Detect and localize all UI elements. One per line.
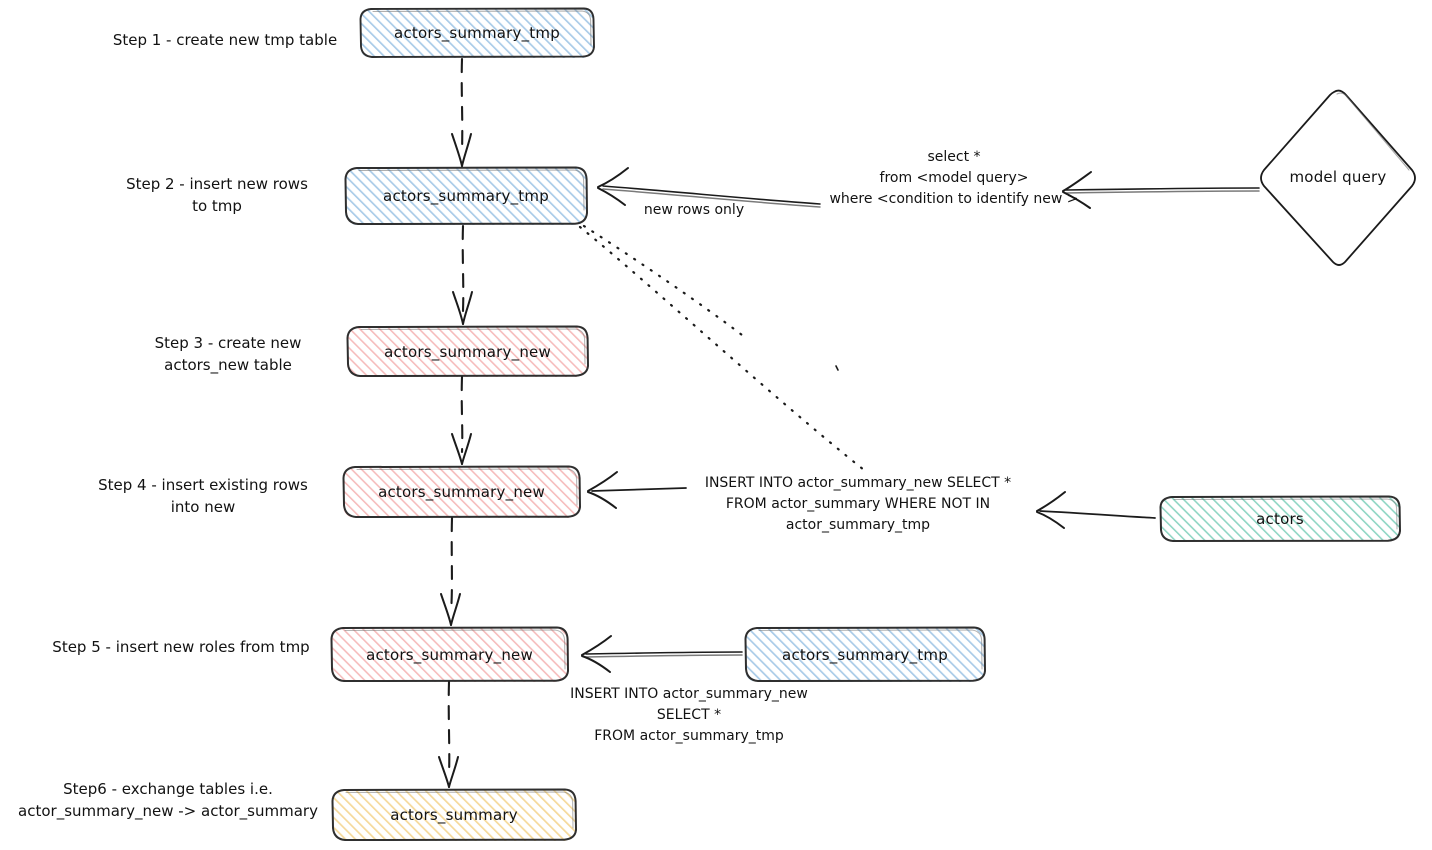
node-new4-shape[interactable] xyxy=(342,465,581,518)
node-tmp5-shape[interactable] xyxy=(744,626,986,682)
node-tmp5[interactable] xyxy=(745,627,985,682)
step-label-1: Step 1 - create new tmp table xyxy=(112,31,338,49)
step-label-2: Step 2 - insert new rows to tmp xyxy=(126,175,308,215)
step-label-3: Step 3 - create new actors_new table xyxy=(154,334,302,374)
edge-note-step4-sql: INSERT INTO actor_summary_new SELECT * F… xyxy=(704,475,1012,533)
node-tmp2-shape[interactable] xyxy=(344,166,588,225)
node-new5[interactable] xyxy=(331,627,568,682)
edge-tmp2-dotted-to-step4-note xyxy=(578,224,866,472)
stray-marks xyxy=(835,365,839,371)
node-tmp1[interactable] xyxy=(360,8,594,58)
edge-note-step5-sql: INSERT INTO actor_summary_new SELECT * F… xyxy=(570,686,808,744)
edge-tmp1-to-tmp2 xyxy=(451,57,472,167)
node-actors[interactable] xyxy=(1160,496,1400,541)
edge-tmp2-to-new3 xyxy=(452,224,473,325)
node-summary6-shape[interactable] xyxy=(331,788,577,841)
edge-tmp5-to-new5 xyxy=(581,635,743,673)
node-new3-shape[interactable] xyxy=(346,325,589,377)
edge-new4-to-new5 xyxy=(440,516,461,626)
node-modelquery-shape[interactable] xyxy=(1260,89,1416,266)
node-actors-shape[interactable] xyxy=(1159,495,1401,542)
edge-step4-note-to-new4 xyxy=(587,471,687,509)
node-summary6[interactable] xyxy=(332,789,576,841)
edge-new3-to-new4 xyxy=(451,375,472,465)
node-new4[interactable] xyxy=(343,466,580,518)
step-label-4: Step 4 - insert existing rows into new xyxy=(98,476,308,516)
edge-new5-to-summary6 xyxy=(438,680,459,788)
node-modelquery[interactable] xyxy=(1262,92,1418,268)
edge-actors-to-step4-note xyxy=(1036,491,1156,529)
edge-modelquery-to-sql-note xyxy=(1062,171,1260,209)
edge-note-model-query-sql: select * from <model query> where <condi… xyxy=(829,149,1079,207)
step-label-5: Step 5 - insert new roles from tmp xyxy=(52,638,310,656)
node-new3[interactable] xyxy=(347,326,588,377)
node-tmp2[interactable] xyxy=(345,167,587,225)
node-new5-shape[interactable] xyxy=(330,626,569,682)
edge-note-new-rows-only: new rows only xyxy=(643,202,745,218)
step-label-6: Step6 - exchange tables i.e. actor_summa… xyxy=(18,780,318,820)
node-tmp1-shape[interactable] xyxy=(359,7,595,58)
edge-sql-note-to-tmp2 xyxy=(597,167,821,208)
